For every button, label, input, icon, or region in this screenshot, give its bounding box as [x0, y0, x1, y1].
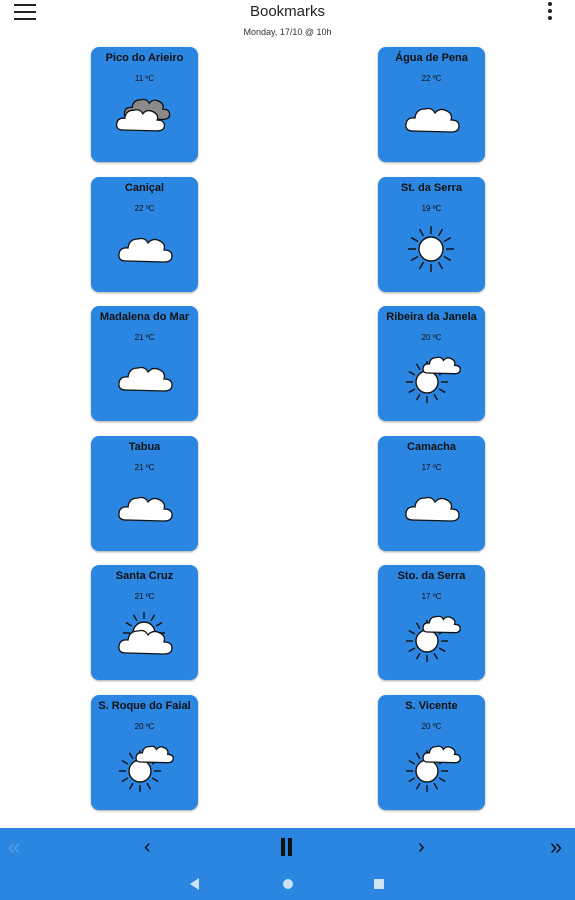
temperature: 20 ºC: [421, 333, 442, 342]
location-name: Santa Cruz: [115, 570, 174, 582]
sun-behind-cloud-icon: [108, 737, 180, 801]
bookmark-card[interactable]: Madalena do Mar 21 ºC: [91, 306, 198, 421]
bookmark-card[interactable]: S. Vicente 20 ºC: [378, 695, 485, 810]
cloud-icon: [395, 478, 467, 542]
previous-button[interactable]: ‹: [144, 836, 151, 858]
sun-behind-cloud-icon: [395, 348, 467, 412]
bookmark-card[interactable]: Caniçal 22 ºC: [91, 177, 198, 292]
next-button[interactable]: ›: [418, 836, 425, 858]
last-button[interactable]: »: [550, 834, 563, 859]
bookmark-card[interactable]: Pico do Arieiro 11 ºC: [91, 47, 198, 162]
back-icon[interactable]: [190, 878, 199, 890]
hamburger-menu-icon[interactable]: [14, 4, 36, 20]
temperature: 22 ºC: [421, 74, 442, 83]
system-navigation-bar: [0, 874, 575, 894]
recent-apps-icon[interactable]: [374, 879, 384, 889]
first-button[interactable]: «: [8, 834, 21, 859]
location-name: Caniçal: [124, 182, 165, 194]
temperature: 11 ºC: [134, 74, 155, 83]
page-title: Bookmarks: [249, 3, 326, 20]
pause-button[interactable]: [279, 838, 295, 856]
bookmark-card[interactable]: Santa Cruz 21 ºC: [91, 565, 198, 680]
temperature: 22 ºC: [134, 204, 155, 213]
location-name: Tabua: [128, 441, 161, 453]
bookmark-card[interactable]: St. da Serra 19 ºC: [378, 177, 485, 292]
location-name: S. Roque do Faial: [98, 700, 191, 712]
location-name: S. Vicente: [405, 700, 458, 712]
temperature: 21 ºC: [134, 592, 155, 601]
temperature: 20 ºC: [134, 722, 155, 731]
bookmark-card[interactable]: Ribeira da Janela 20 ºC: [378, 306, 485, 421]
location-name: St. da Serra: [400, 182, 463, 194]
sun-icon: [395, 219, 467, 283]
bookmark-card[interactable]: Sto. da Serra 17 ºC: [378, 565, 485, 680]
location-name: Sto. da Serra: [397, 570, 466, 582]
bookmark-card[interactable]: Tabua 21 ºC: [91, 436, 198, 551]
dark-cloud-icon: [108, 89, 180, 153]
temperature: 20 ºC: [421, 722, 442, 731]
app-bar: Bookmarks Monday, 17/10 @ 10h: [0, 0, 575, 44]
location-name: Madalena do Mar: [99, 311, 190, 323]
more-vert-icon[interactable]: [547, 2, 553, 22]
temperature: 21 ºC: [134, 463, 155, 472]
location-name: Pico do Arieiro: [105, 52, 184, 64]
cloud-icon: [395, 89, 467, 153]
bookmark-card[interactable]: Camacha 17 ºC: [378, 436, 485, 551]
bookmark-card[interactable]: Água de Pena 22 ºC: [378, 47, 485, 162]
bookmark-card[interactable]: S. Roque do Faial 20 ºC: [91, 695, 198, 810]
location-name: Água de Pena: [395, 52, 468, 64]
cloud-icon: [108, 348, 180, 412]
location-name: Camacha: [407, 441, 456, 453]
temperature: 17 ºC: [421, 463, 442, 472]
location-name: Ribeira da Janela: [386, 311, 477, 323]
sun-behind-cloud-icon: [395, 607, 467, 671]
cloud-icon: [108, 219, 180, 283]
home-icon[interactable]: [283, 879, 293, 889]
playback-bar: « ‹ › »: [0, 828, 575, 900]
temperature: 17 ºC: [421, 592, 442, 601]
forecast-timestamp: Monday, 17/10 @ 10h: [243, 27, 332, 37]
cloud-icon: [108, 478, 180, 542]
temperature: 21 ºC: [134, 333, 155, 342]
sun-behind-cloud-icon: [395, 737, 467, 801]
temperature: 19 ºC: [421, 204, 442, 213]
cloud-over-sun-icon: [108, 607, 180, 671]
